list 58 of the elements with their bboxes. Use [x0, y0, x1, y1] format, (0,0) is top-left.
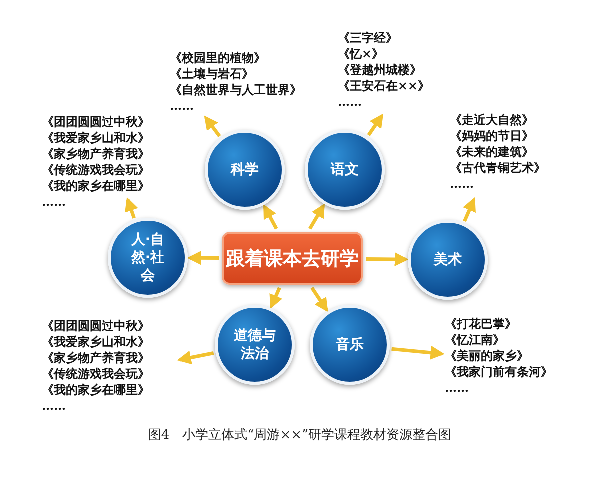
book-title: 《传统游戏我会玩》 [42, 162, 150, 178]
book-title: 《打花巴掌》 [445, 316, 517, 332]
subject-name: 美术 [432, 250, 463, 270]
arrow [270, 287, 283, 310]
book-title: 《自然世界与人工世界》 [170, 82, 302, 98]
topic-box [222, 232, 363, 285]
arrow [392, 346, 445, 360]
subject-name: 科学 [230, 160, 260, 180]
book-title: …… [338, 94, 362, 110]
book-title: 《土壤与岩石》 [170, 66, 254, 82]
book-title: 《传统游戏我会玩》 [42, 366, 150, 382]
arrow [367, 114, 384, 136]
book-title: …… [42, 194, 66, 210]
arrow [310, 287, 328, 312]
book-title: 《古代青铜艺术》 [450, 160, 546, 176]
book-title: 《登越州城楼》 [338, 62, 422, 78]
book-title: …… [42, 398, 66, 414]
subject-name: 音乐 [335, 336, 365, 354]
arrow [463, 197, 476, 222]
book-title: 《忆江南》 [445, 332, 505, 348]
subject-circle [215, 305, 295, 385]
subject-circle [108, 218, 188, 298]
subject-name: 语文 [330, 160, 360, 180]
book-title: 《走近大自然》 [450, 112, 534, 128]
arrow [204, 116, 222, 138]
topic-title: 跟着课本去研学 [226, 246, 359, 272]
book-title: 《校园里的植物》 [170, 50, 266, 66]
book-title: 《我爱家乡山和水》 [42, 130, 150, 146]
arrow [187, 251, 219, 266]
book-title: 《三字经》 [338, 30, 398, 46]
subject-circle [408, 220, 488, 300]
book-title: …… [450, 176, 474, 192]
arrow [177, 350, 214, 365]
arrow [263, 204, 278, 230]
book-title: 《妈妈的节日》 [450, 128, 534, 144]
book-title: …… [445, 380, 469, 396]
book-title: 《我家门前有条河》 [445, 364, 553, 380]
arrow [308, 204, 326, 230]
arrow [366, 252, 409, 266]
book-title: 《团团圆圆过中秋》 [42, 114, 150, 130]
book-title: 《团团圆圆过中秋》 [42, 318, 150, 334]
book-title: 《我的家乡在哪里》 [42, 382, 150, 398]
book-title: 《美丽的家乡》 [445, 348, 529, 364]
subject-name: 人·自然·社会 [130, 230, 166, 286]
subject-circle [305, 130, 385, 210]
book-title: …… [170, 98, 194, 114]
book-title: 《我的家乡在哪里》 [42, 178, 150, 194]
subject-circle [310, 305, 390, 385]
book-title: 《王安石在××》 [338, 78, 430, 94]
subject-circle [205, 130, 285, 210]
arrow [125, 197, 138, 219]
subject-name: 道德与法治 [233, 326, 277, 364]
figure-caption: 图4 小学立体式“周游××”研学课程教材资源整合图 [148, 428, 452, 443]
book-title: 《未来的建筑》 [450, 144, 534, 160]
book-title: 《家乡物产养育我》 [42, 146, 150, 162]
book-title: 《我爱家乡山和水》 [42, 334, 150, 350]
book-title: 《忆×》 [338, 46, 384, 62]
book-title: 《家乡物产养育我》 [42, 350, 150, 366]
